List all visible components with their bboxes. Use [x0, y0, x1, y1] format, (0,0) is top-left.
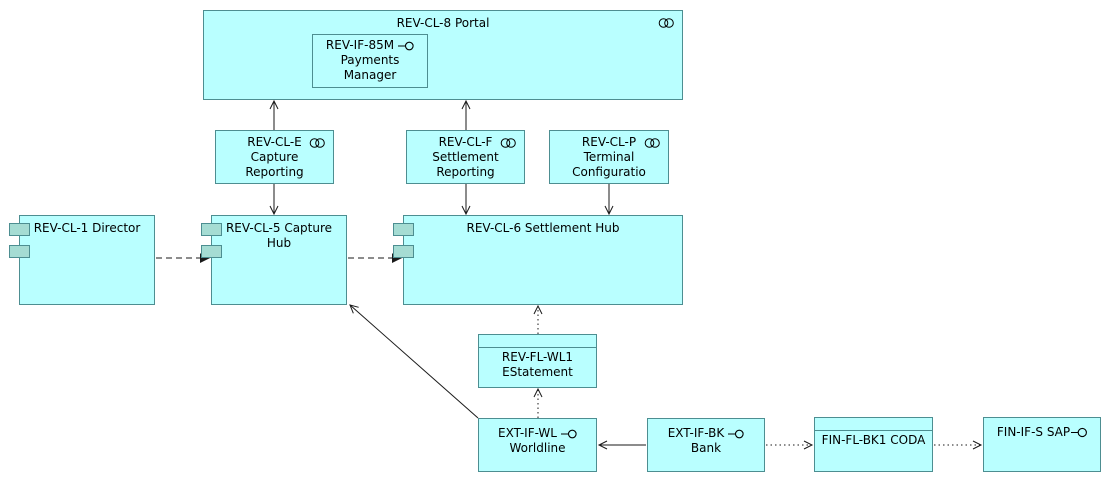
component-tab-icon [201, 245, 222, 258]
interface-ext-if-wl-worldline: EXT-IF-WL Worldline [478, 418, 597, 472]
node-label: FIN-FL-BK1 CODA [821, 433, 926, 447]
edge-worldline-to-capture-hub [349, 304, 479, 419]
component-rev-cl-f-settlement-reporting: REV-CL-F Settlement Reporting [406, 130, 525, 184]
node-label: Reporting [436, 165, 495, 179]
node-label: REV-FL-WL1 [501, 350, 574, 364]
interface-rev-if-85m-payments-manager: REV-IF-85M Payments Manager [312, 34, 428, 88]
node-label: REV-CL-F [438, 135, 493, 149]
node-label: REV-CL-1 Director [33, 221, 141, 235]
flow-fin-fl-bk1-coda: FIN-FL-BK1 CODA [814, 417, 933, 472]
node-label: Terminal [583, 150, 635, 164]
component-icon [309, 138, 325, 148]
interface-ext-if-bk-bank: EXT-IF-BK Bank [647, 418, 765, 472]
component-rev-cl-5-capture-hub: REV-CL-5 Capture Hub [201, 215, 347, 305]
node-label: Worldline [509, 441, 566, 455]
component-rev-cl-e-capture-reporting: REV-CL-E Capture Reporting [215, 130, 334, 184]
component-tab-icon [393, 245, 414, 258]
interface-lollipop-icon [398, 41, 414, 50]
interface-fin-if-s-sap: FIN-IF-S SAP [983, 417, 1101, 472]
component-rev-cl-p-terminal-configuratio: REV-CL-P Terminal Configuratio [549, 130, 669, 184]
flow-rev-fl-wl1-estatement: REV-FL-WL1 EStatement [478, 334, 597, 388]
node-label: Payments [340, 53, 400, 67]
node-label: Bank [690, 441, 722, 455]
node-label: REV-CL-6 Settlement Hub [466, 221, 620, 235]
component-icon [658, 18, 674, 28]
component-icon [500, 138, 516, 148]
node-label: Manager [343, 68, 397, 82]
node-label: Hub [266, 236, 292, 250]
interface-lollipop-icon [728, 429, 744, 438]
component-rev-cl-8-portal: REV-CL-8 Portal [203, 10, 683, 100]
node-label: EXT-IF-WL [498, 426, 557, 440]
node-label: Capture [250, 150, 299, 164]
node-label: REV-CL-P [581, 135, 637, 149]
component-tab-icon [9, 223, 30, 236]
component-tab-icon [201, 223, 222, 236]
node-label: FIN-IF-S SAP [996, 425, 1071, 439]
node-label: REV-CL-8 Portal [396, 16, 490, 30]
node-label: EStatement [502, 365, 573, 379]
file-header-strip [479, 335, 596, 348]
component-tab-icon [393, 223, 414, 236]
component-icon [644, 138, 660, 148]
node-label: Reporting [245, 165, 304, 179]
component-tab-icon [9, 245, 30, 258]
interface-lollipop-icon [561, 429, 577, 438]
interface-lollipop-icon [1071, 427, 1088, 438]
node-label: REV-CL-E [247, 135, 302, 149]
node-label: Configuratio [572, 165, 646, 179]
component-rev-cl-1-director: REV-CL-1 Director [9, 215, 155, 305]
node-label: Settlement [432, 150, 499, 164]
node-label: EXT-IF-BK [667, 426, 725, 440]
file-header-strip [815, 418, 932, 431]
node-label: REV-IF-85M [325, 38, 395, 52]
component-rev-cl-6-settlement-hub: REV-CL-6 Settlement Hub [393, 215, 683, 305]
node-label: REV-CL-5 Capture [225, 221, 333, 235]
